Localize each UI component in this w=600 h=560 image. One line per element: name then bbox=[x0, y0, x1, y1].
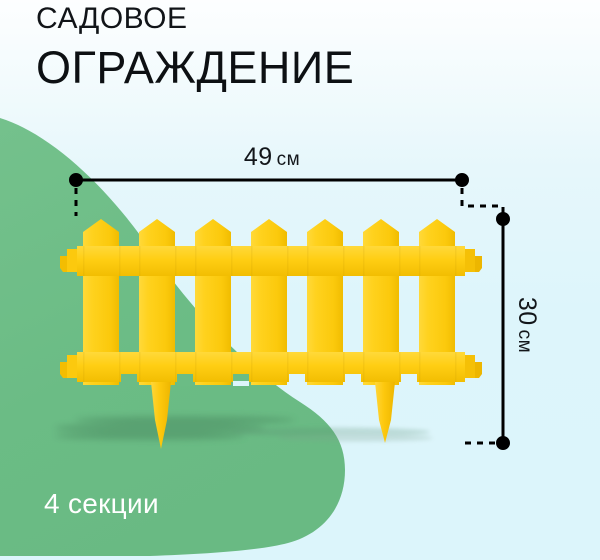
height-unit: см bbox=[514, 329, 535, 354]
width-unit: см bbox=[276, 149, 301, 170]
title-block: САДОВОЕ ОГРАЖДЕНИЕ bbox=[36, 0, 556, 96]
product-category-title: САДОВОЕ bbox=[36, 2, 188, 35]
sections-count-caption: 4 секции bbox=[44, 488, 159, 519]
width-value: 49 bbox=[243, 143, 273, 171]
height-dimension-label: 30 см bbox=[512, 265, 541, 385]
height-value: 30 bbox=[513, 296, 541, 326]
product-name-title: ОГРАЖДЕНИЕ bbox=[36, 42, 355, 93]
